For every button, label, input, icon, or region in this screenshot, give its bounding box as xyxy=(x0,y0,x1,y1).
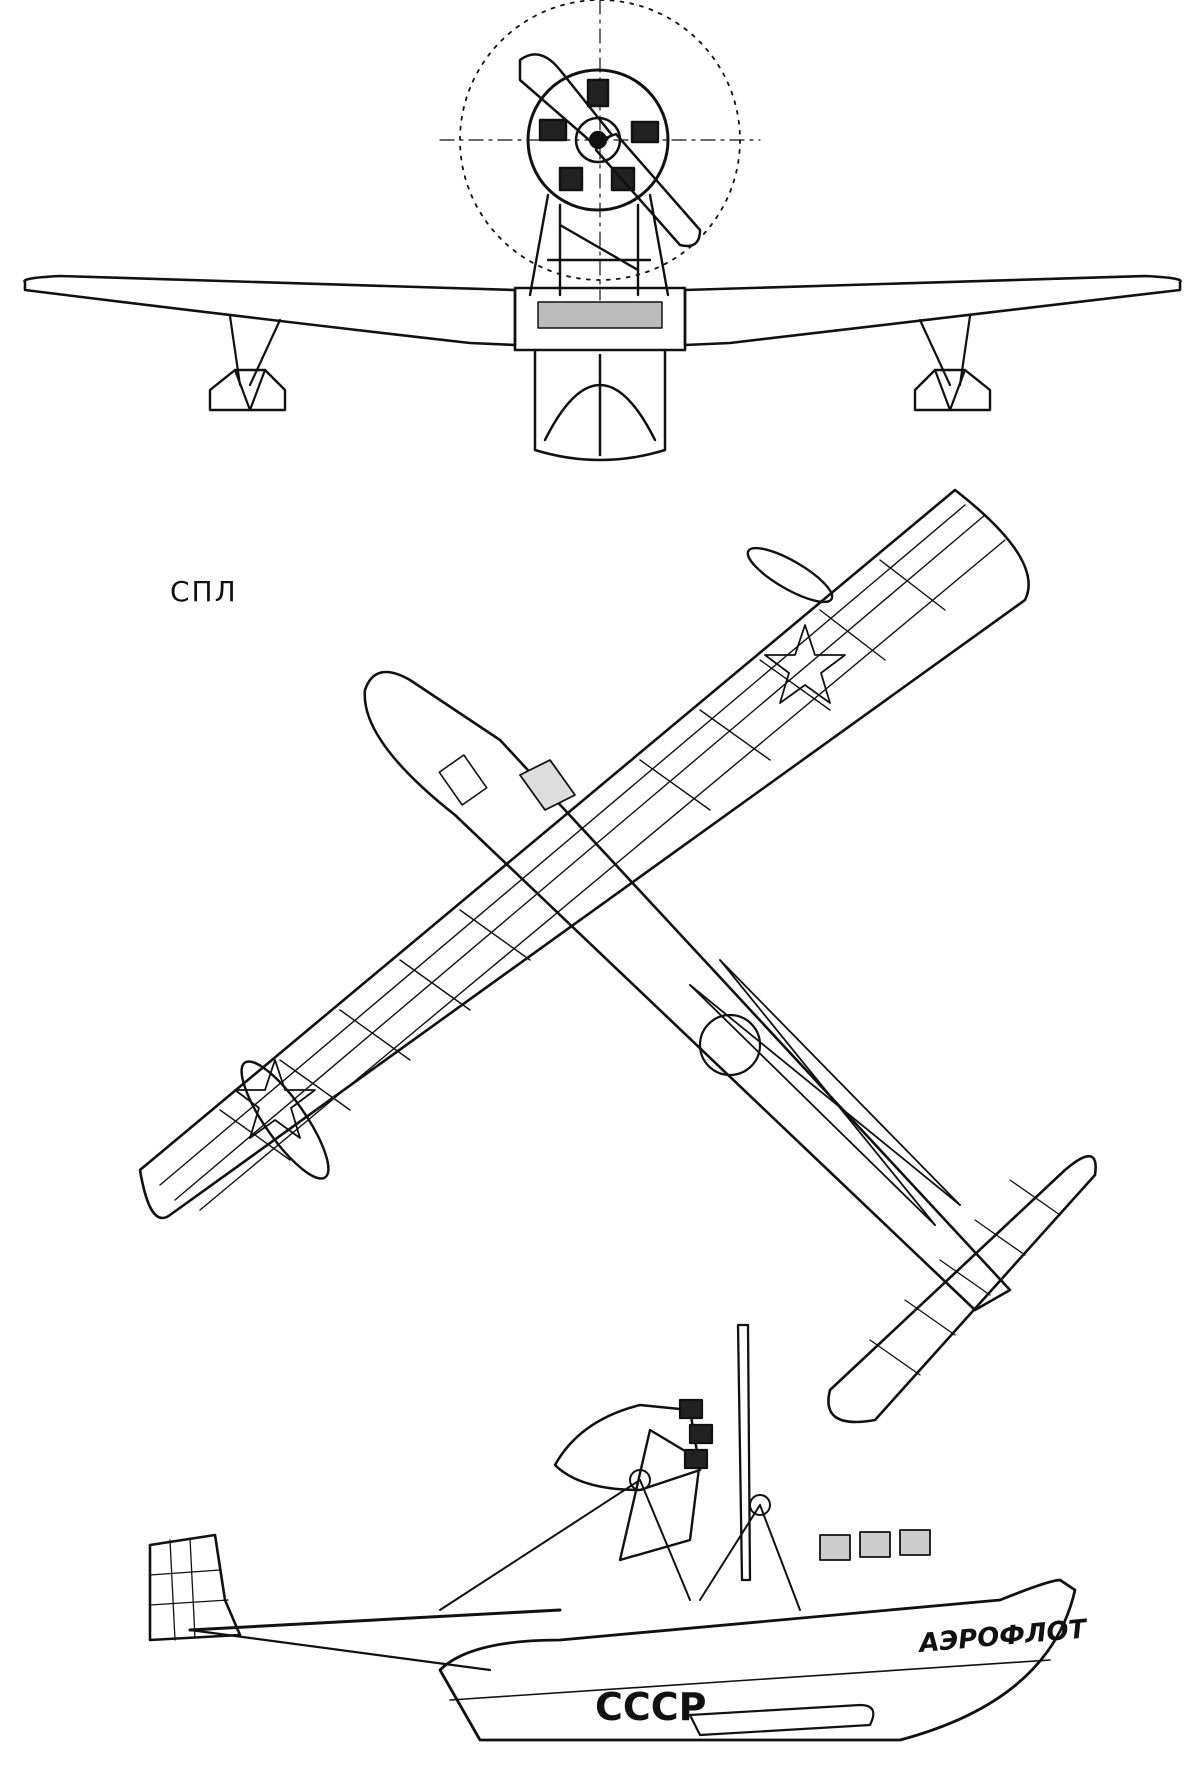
wing-front-right xyxy=(683,274,1182,347)
tail-brace-lower xyxy=(188,1628,492,1672)
hull-side xyxy=(438,1578,1077,1742)
tail-boom xyxy=(188,1608,562,1632)
horizontal-tail xyxy=(827,1154,1097,1424)
propeller-blade-upper xyxy=(518,53,614,148)
side-struts xyxy=(439,1479,801,1611)
plan-float-left xyxy=(240,1060,330,1180)
wing-float-right xyxy=(913,314,992,412)
engine-cylinders-side xyxy=(678,1398,714,1470)
tail-bracing xyxy=(689,959,961,1226)
vertical-fin xyxy=(148,1533,242,1642)
cockpit-plan xyxy=(519,759,576,811)
wing-front xyxy=(23,274,517,347)
country-marking: СССР xyxy=(595,1685,707,1729)
propeller-blade-lower xyxy=(594,132,702,248)
fleet-marking: АЭРОФЛОТ xyxy=(916,1614,1090,1659)
sponson xyxy=(688,1703,875,1737)
fin-ribs xyxy=(149,1537,229,1641)
cabin-windows xyxy=(819,1529,931,1561)
aircraft-designation: СПЛ xyxy=(170,575,238,608)
wing-plan xyxy=(138,488,1030,1220)
side-view: АЭРОФЛОТ СССР xyxy=(148,1323,1090,1742)
strut-hub-2 xyxy=(749,1494,771,1516)
center-section xyxy=(513,286,687,352)
wing-float-left xyxy=(208,314,287,412)
plan-view xyxy=(138,488,1097,1424)
hull-front xyxy=(533,348,667,462)
wing-rib-grid xyxy=(159,504,1006,1211)
center-hatch xyxy=(537,301,663,329)
tail-rib-grid xyxy=(869,1179,1061,1376)
hull-chine xyxy=(449,1659,1051,1701)
strut-hub xyxy=(629,1469,651,1491)
star-marking-left-wing xyxy=(234,1059,316,1139)
plan-float-right xyxy=(746,546,834,604)
engine-plan xyxy=(698,1013,762,1077)
hatch-plan xyxy=(438,754,488,806)
engine-ring xyxy=(526,68,670,212)
star-marking-right-wing xyxy=(764,624,846,704)
front-view xyxy=(23,0,1182,462)
hull-plan xyxy=(363,670,1012,1312)
engine-struts xyxy=(528,193,670,297)
propeller-side xyxy=(736,1323,752,1582)
